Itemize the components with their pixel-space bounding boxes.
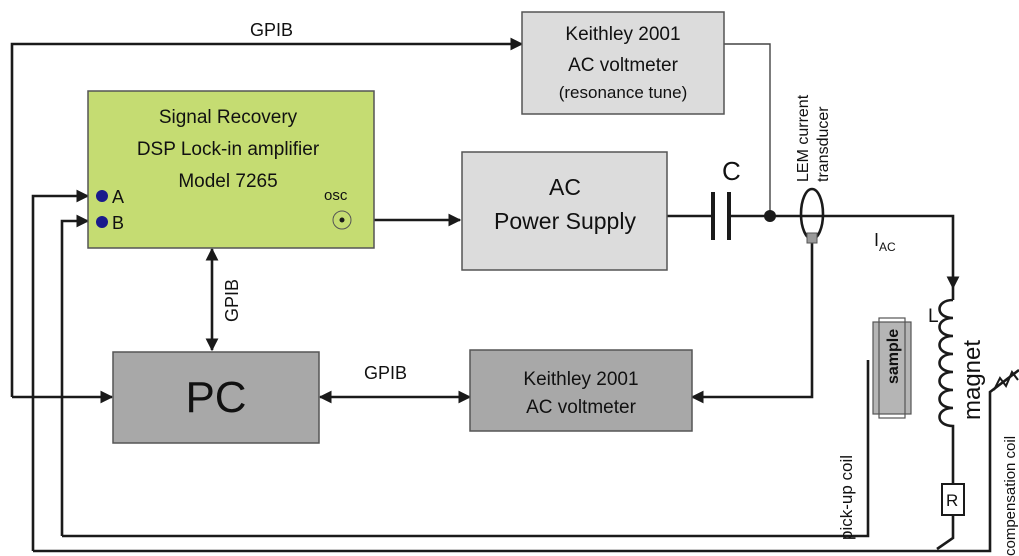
lem-output-terminal bbox=[806, 232, 818, 244]
keithley-top-line3: (resonance tune) bbox=[559, 83, 688, 102]
osc-connector bbox=[332, 210, 352, 230]
l-label: L bbox=[928, 306, 939, 327]
resistor-symbol bbox=[941, 483, 965, 516]
keithley-top-box: Keithley 2001 AC voltmeter (resonance tu… bbox=[521, 11, 725, 115]
lem-transducer-symbol bbox=[799, 187, 825, 241]
input-a-wire bbox=[31, 189, 90, 551]
node-to-keithley-wire bbox=[724, 43, 771, 216]
iac-label: IAC bbox=[874, 230, 896, 254]
gpib-vertical-label: GPIB bbox=[222, 279, 242, 322]
lockin-line3: Model 7265 bbox=[178, 171, 277, 192]
lem-to-keithley-wire bbox=[690, 238, 814, 404]
gpib-top-label: GPIB bbox=[250, 20, 293, 40]
pickup-coil-wire bbox=[62, 360, 870, 538]
lockin-line1: Signal Recovery bbox=[159, 107, 298, 128]
osc-connector-pin bbox=[339, 217, 345, 223]
lockin-box: Signal Recovery DSP Lock-in amplifier Mo… bbox=[87, 90, 375, 249]
input-b-wire bbox=[60, 214, 90, 536]
compensation-coil-wire bbox=[33, 368, 1019, 553]
ac-power-supply-box: AC Power Supply bbox=[461, 151, 668, 271]
input-a-dot bbox=[96, 190, 108, 202]
ground-wire bbox=[936, 515, 955, 551]
junction-node bbox=[764, 210, 776, 222]
keithley-top-line1: Keithley 2001 bbox=[565, 24, 680, 45]
lockin-line2: DSP Lock-in amplifier bbox=[137, 139, 320, 160]
keithley-bottom-line1: Keithley 2001 bbox=[523, 369, 638, 390]
pc-box: PC bbox=[112, 351, 320, 444]
lem-label-line1: LEM current bbox=[795, 94, 812, 182]
input-a-label: A bbox=[112, 187, 124, 207]
magnet-label: magnet bbox=[959, 340, 986, 420]
sample-label: sample bbox=[885, 329, 902, 384]
compensation-coil-symbol bbox=[993, 370, 1019, 391]
magnet-coil-symbol bbox=[938, 298, 955, 436]
capacitor-label: C bbox=[722, 156, 741, 186]
lem-label-line2: transducer bbox=[815, 106, 832, 182]
keithley-bottom-box: Keithley 2001 AC voltmeter bbox=[469, 349, 693, 432]
input-b-label: B bbox=[112, 213, 124, 233]
keithley-top-line2: AC voltmeter bbox=[568, 55, 678, 76]
main-current-wire bbox=[730, 214, 960, 290]
ac-supply-line2: Power Supply bbox=[494, 208, 636, 234]
pc-label: PC bbox=[185, 373, 246, 422]
pickup-coil-label: pick-up coil bbox=[837, 455, 856, 540]
capacitor-symbol bbox=[711, 192, 731, 240]
resistor-label: R bbox=[946, 491, 958, 510]
ac-supply-line1: AC bbox=[549, 174, 581, 200]
sample-holder bbox=[878, 317, 906, 419]
keithley-bottom-line2: AC voltmeter bbox=[526, 397, 636, 418]
compensation-coil-label: compensation coil bbox=[1002, 436, 1019, 556]
osc-label: osc bbox=[324, 187, 348, 204]
input-b-dot bbox=[96, 216, 108, 228]
gpib-top-wire bbox=[10, 37, 524, 397]
gpib-mid-label: GPIB bbox=[364, 363, 407, 383]
